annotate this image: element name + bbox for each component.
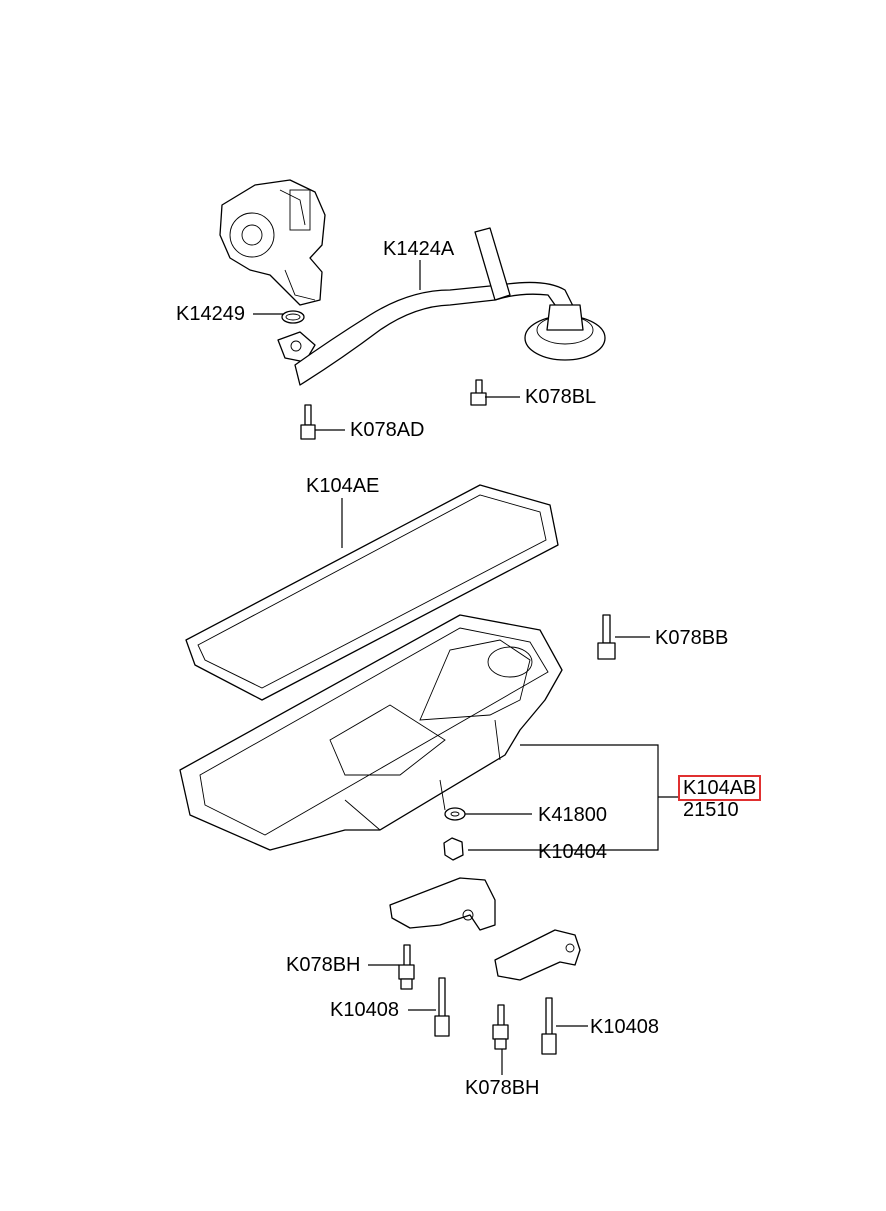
- label-gasket[interactable]: K104AE: [306, 475, 380, 497]
- leader-lines: [253, 260, 678, 1075]
- o-ring-illustration: [281, 310, 305, 324]
- bracket-left-illustration: [389, 877, 496, 931]
- bolt-bb-illustration: [597, 614, 616, 660]
- label-bolt-bb[interactable]: K078BB: [655, 627, 729, 649]
- stud-left-illustration: [434, 977, 450, 1037]
- label-bolt-bh-bottom[interactable]: K078BH: [465, 1077, 540, 1099]
- label-oil-pump-pipe[interactable]: K1424A: [383, 238, 455, 260]
- bolt-bh-left-illustration: [398, 944, 415, 990]
- bolt-ad-illustration: [300, 404, 316, 440]
- label-stud-right[interactable]: K10408: [590, 1016, 659, 1038]
- label-stud-left[interactable]: K10408: [330, 999, 399, 1021]
- gasket-illustration: [185, 484, 559, 701]
- bolt-bh-bottom-illustration: [492, 1004, 509, 1050]
- oil-pump-illustration: [219, 179, 326, 306]
- drain-washer-illustration: [444, 807, 466, 821]
- label-pipe-oring[interactable]: K14249: [176, 303, 245, 325]
- label-oil-pan[interactable]: K104AB: [678, 775, 762, 801]
- bracket-right-illustration: [494, 929, 581, 981]
- label-drain-plug[interactable]: K10404: [538, 841, 607, 863]
- label-bolt-bl[interactable]: K078BL: [525, 386, 597, 408]
- label-bolt-bh-left[interactable]: K078BH: [286, 954, 361, 976]
- label-drain-washer[interactable]: K41800: [538, 804, 607, 826]
- oil-pan-illustration: [179, 614, 563, 851]
- oil-strainer-pipe-illustration: [277, 227, 606, 386]
- label-bolt-ad[interactable]: K078AD: [350, 419, 425, 441]
- bolt-bl-illustration: [470, 379, 487, 406]
- stud-right-illustration: [541, 997, 557, 1055]
- drain-plug-illustration: [443, 837, 464, 861]
- label-oil-pan-number: 21510: [683, 799, 739, 821]
